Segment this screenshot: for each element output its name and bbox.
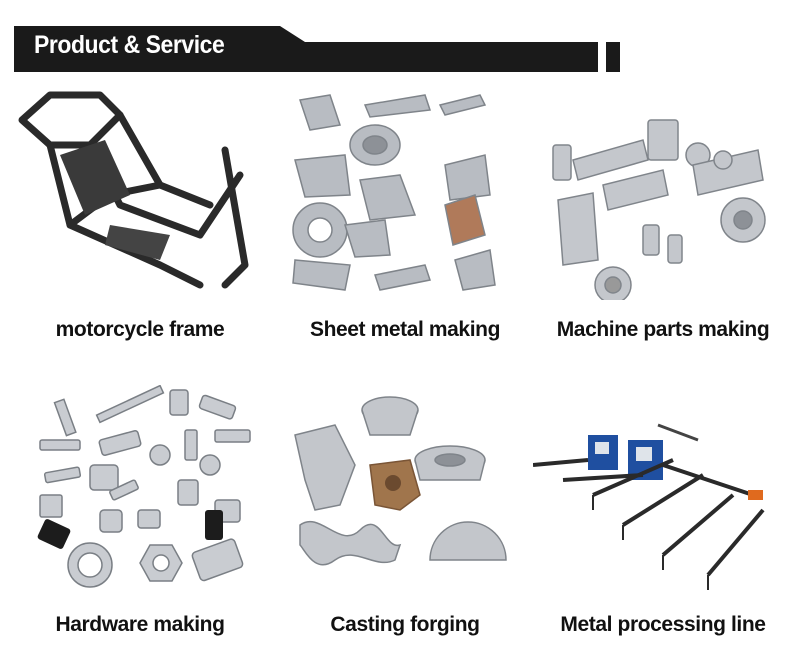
- product-label-sheet-metal: Sheet metal making: [309, 318, 501, 341]
- sheet-metal-parts-image: [292, 94, 496, 291]
- product-card-hardware[interactable]: Hardware making: [10, 385, 270, 650]
- product-card-casting-forging[interactable]: Casting forging: [275, 385, 535, 650]
- machined-parts-image: [552, 119, 766, 300]
- product-label-machine-parts: Machine parts making: [556, 318, 770, 341]
- product-card-sheet-metal[interactable]: Sheet metal making: [275, 85, 535, 350]
- product-label-hardware: Hardware making: [55, 613, 225, 636]
- section-header: Product & Service: [0, 0, 800, 80]
- product-label-processing-line: Metal processing line: [560, 613, 766, 636]
- hardware-fasteners-image: [37, 385, 251, 588]
- product-card-motorcycle-frame[interactable]: motorcycle frame: [10, 85, 270, 350]
- product-label-casting-forging: Casting forging: [330, 613, 480, 636]
- casting-parts-image: [294, 396, 507, 566]
- page-title: Product & Service: [34, 31, 225, 59]
- processing-line-image: [533, 423, 765, 590]
- product-card-machine-parts[interactable]: Machine parts making: [533, 85, 793, 350]
- product-card-processing-line[interactable]: Metal processing line: [533, 385, 793, 650]
- product-label-motorcycle-frame: motorcycle frame: [55, 318, 225, 341]
- header-banner-shape: [14, 26, 620, 72]
- motorcycle-frame-image: [18, 91, 249, 289]
